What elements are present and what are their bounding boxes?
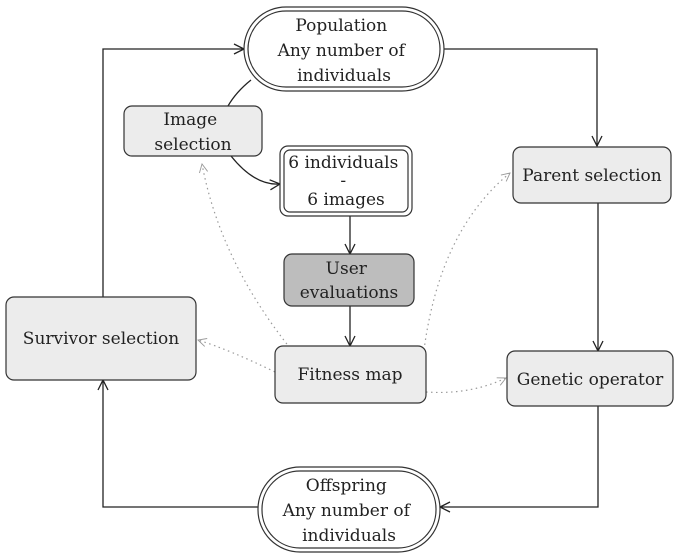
node-offspring: Offspring Any number of individuals (257, 466, 441, 553)
dotted-edges (198, 164, 510, 394)
node-image-selection: Image selection (123, 105, 263, 157)
six-individuals-line-2: - (340, 171, 346, 191)
dotted-edge-fitness-to-parent-selection (423, 173, 510, 351)
edge-survivor-selection-to-population (102, 49, 244, 297)
six-individuals-line-1: 6 individuals (288, 153, 398, 173)
svg-text:Image selection: Image selection (154, 110, 231, 155)
fitness-map-label: Fitness map (297, 365, 402, 385)
edge-population-to-image-selection (227, 79, 252, 107)
svg-text:6 individuals - 6: 6 individuals - 6 images (288, 153, 404, 210)
edge-image-selection-to-six-individuals (230, 155, 280, 184)
svg-text:Parent selection: Parent selection (522, 166, 661, 186)
node-user-evaluations: User evaluations (283, 253, 415, 307)
edge-offspring-to-survivor-selection (103, 380, 258, 508)
dotted-edge-fitness-to-genetic-operator (425, 378, 506, 394)
edges (103, 49, 598, 507)
node-parent-selection: Parent selection (512, 146, 672, 204)
node-survivor-selection: Survivor selection (5, 296, 197, 381)
dotted-edge-fitness-to-image-selection (202, 164, 291, 349)
offspring-line-1: Offspring (306, 476, 387, 496)
offspring-line-2: Any number of (282, 501, 412, 521)
edge-genetic-operator-to-offspring (440, 406, 599, 507)
image-selection-line-1: Image (163, 110, 217, 130)
survivor-selection-label: Survivor selection (23, 329, 179, 349)
user-evaluations-line-2: evaluations (300, 283, 399, 303)
node-genetic-operator: Genetic operator (506, 350, 674, 407)
image-selection-line-2: selection (154, 135, 231, 155)
parent-selection-label: Parent selection (522, 166, 661, 186)
dotted-edge-fitness-to-survivor-selection (198, 340, 276, 373)
svg-text:Population Any number of: Population Any number of individuals (277, 16, 411, 86)
node-fitness-map: Fitness map (274, 345, 427, 404)
population-line-1: Population (295, 16, 387, 36)
svg-text:Genetic operator: Genetic operator (517, 370, 664, 390)
six-individuals-line-3: 6 images (307, 190, 385, 210)
user-evaluations-line-1: User (326, 259, 368, 279)
node-six-individuals: 6 individuals - 6 images (279, 145, 413, 217)
edge-population-to-parent-selection (444, 48, 597, 146)
population-line-3: individuals (297, 66, 391, 86)
svg-text:Fitness map: Fitness map (297, 365, 402, 385)
svg-text:User evaluations: User evaluations (300, 259, 399, 303)
svg-text:Offspring Any number of: Offspring Any number of individuals (282, 476, 416, 546)
svg-text:Survivor selection: Survivor selection (23, 329, 179, 349)
genetic-operator-label: Genetic operator (517, 370, 664, 390)
offspring-line-3: individuals (302, 526, 396, 546)
node-population: Population Any number of individuals (243, 6, 445, 92)
population-line-2: Any number of (277, 41, 407, 61)
